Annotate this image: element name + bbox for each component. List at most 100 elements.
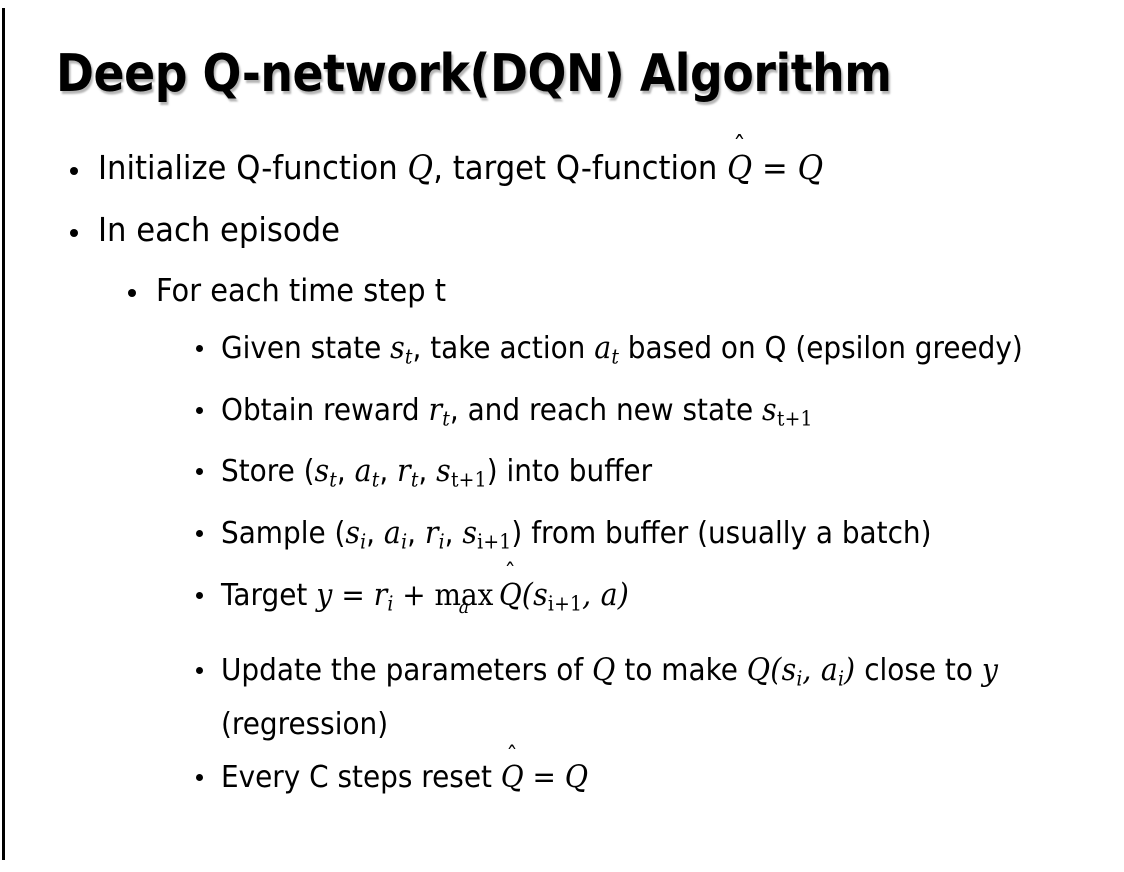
- text-fragment: Sample (: [221, 515, 346, 551]
- math-var-q-base: Q: [500, 759, 524, 795]
- math-plus: +: [393, 577, 435, 613]
- bullet-dot-icon: [196, 773, 203, 781]
- math-equals: =: [752, 148, 798, 187]
- math-var-q: Q: [407, 148, 434, 187]
- math-var-s: st: [390, 331, 413, 369]
- math-var-q: Q: [564, 759, 589, 795]
- list-item-text: For each time step t: [156, 273, 447, 309]
- text-fragment: Given state: [221, 331, 391, 366]
- list-item-text: Initialize Q-function Q, target Q-functi…: [98, 134, 1052, 190]
- math-var-q2: Q: [746, 653, 771, 689]
- text-fragment: to make: [615, 653, 747, 689]
- math-paren-open: (: [770, 653, 782, 689]
- text-fragment: based on Q (epsilon greedy): [618, 331, 1023, 366]
- math-base: a: [594, 331, 612, 366]
- list-item-obtain-reward: Obtain reward rt, and reach new state st…: [0, 388, 1124, 442]
- bullet-dot-icon: [196, 345, 203, 352]
- list-item-text: Update the parameters of Q to make Q(si,…: [221, 648, 1042, 747]
- page-title: Deep Q-network(DQN) Algorithm: [56, 44, 892, 104]
- bullet-dot-icon: [196, 406, 203, 414]
- math-var-q-base: Q: [727, 148, 753, 187]
- list-item-store: Store (st, at, rt, st+1) into buffer: [0, 449, 1124, 503]
- bullet-dot-icon: [196, 529, 203, 537]
- math-var-s: si: [345, 515, 367, 554]
- math-equals: =: [523, 759, 565, 795]
- bullet-dot-icon: [196, 468, 203, 476]
- math-var-s-next: st+1: [762, 393, 813, 431]
- math-max-label: max: [434, 577, 494, 613]
- math-subscript: i: [401, 529, 408, 554]
- math-subscript: i: [796, 666, 803, 691]
- list-item-for-each-time-step: For each time step t: [0, 270, 1124, 312]
- math-base: s: [436, 454, 451, 490]
- bullet-dot-icon: [196, 591, 203, 599]
- text-fragment: ,: [379, 454, 398, 490]
- text-fragment: ,: [418, 454, 437, 490]
- math-max-underscript: a: [458, 597, 470, 619]
- math-var-r: rt: [397, 454, 418, 492]
- math-var-r: rt: [429, 393, 450, 431]
- math-var-r: ri: [424, 515, 445, 554]
- math-subscript: i+1: [547, 591, 583, 616]
- list-item-text: In each episode: [98, 210, 341, 249]
- math-subscript: t: [611, 344, 619, 369]
- math-var-a: a: [600, 577, 618, 613]
- hat-accent-icon: ˆ: [733, 131, 746, 163]
- math-base: s: [345, 515, 361, 551]
- bullet-dot-icon: [128, 289, 136, 297]
- text-fragment: Store (: [221, 454, 315, 490]
- math-var-r: ri: [373, 577, 394, 616]
- bullet-list: Initialize Q-function Q, target Q-functi…: [0, 134, 1124, 808]
- math-base: r: [397, 454, 411, 490]
- math-var-s: st: [315, 454, 337, 492]
- math-base: a: [354, 454, 372, 490]
- text-fragment: , and reach new state: [449, 392, 763, 428]
- list-item-text: Given state st, take action at based on …: [221, 326, 1042, 380]
- math-subscript: t: [404, 344, 413, 369]
- math-base: s: [781, 653, 797, 689]
- list-item-in-each-episode: In each episode: [0, 208, 1124, 252]
- math-comma: ,: [802, 653, 821, 689]
- math-base: r: [373, 577, 388, 613]
- text-fragment: ,: [336, 454, 355, 490]
- text-fragment: (regression): [221, 706, 389, 742]
- text-fragment: ) into buffer: [486, 454, 653, 490]
- math-var-a: ai: [821, 653, 845, 691]
- math-base: a: [383, 515, 402, 551]
- math-var-a: ai: [383, 515, 408, 554]
- hat-accent-icon: ˆ: [504, 558, 516, 588]
- bullet-dot-icon: [196, 667, 203, 675]
- math-base: s: [462, 515, 478, 551]
- list-item-text: Sample (si, ai, ri, si+1) from buffer (u…: [221, 511, 1042, 565]
- math-base: r: [424, 515, 439, 551]
- text-fragment: Target: [221, 577, 317, 613]
- math-var-s-next: si+1: [533, 578, 583, 616]
- math-subscript: i: [360, 529, 367, 554]
- text-fragment: , take action: [412, 331, 595, 366]
- list-item-text: Obtain reward rt, and reach new state st…: [221, 388, 1042, 442]
- math-subscript: i: [838, 666, 845, 691]
- math-subscript: t: [329, 467, 337, 492]
- math-var-s-next: si+1: [462, 515, 512, 554]
- math-comma: ,: [582, 577, 601, 613]
- math-var-s: si: [781, 653, 803, 691]
- math-subscript: t: [442, 406, 450, 431]
- text-fragment: ,: [407, 515, 425, 551]
- math-subscript: i+1: [477, 529, 512, 554]
- bullet-dot-icon: [70, 229, 78, 237]
- hat-accent-icon: ˆ: [506, 740, 518, 770]
- math-var-q: Q: [592, 653, 616, 689]
- list-item-initialize: Initialize Q-function Q, target Q-functi…: [0, 134, 1124, 190]
- math-paren-open: (: [521, 577, 534, 613]
- math-subscript: t+1: [776, 406, 813, 431]
- text-fragment: Initialize Q-function: [98, 148, 408, 187]
- math-var-y: y: [981, 653, 999, 689]
- text-fragment: Update the parameters of: [221, 653, 593, 689]
